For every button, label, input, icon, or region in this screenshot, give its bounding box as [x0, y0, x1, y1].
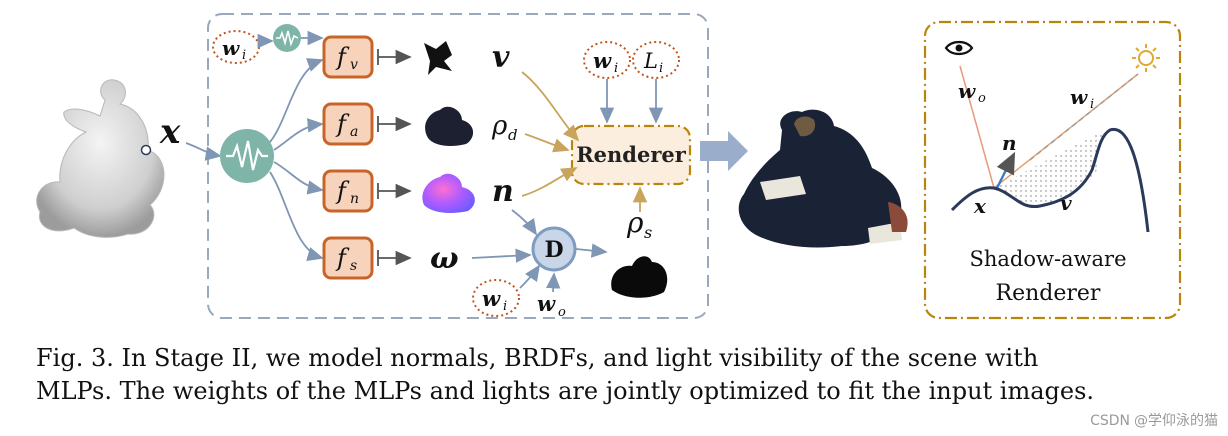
- mlp-output-sub-a: d: [508, 126, 518, 144]
- svg-text:D: D: [544, 237, 563, 263]
- svg-text:w: w: [593, 48, 612, 73]
- output-arrow: [700, 131, 748, 171]
- renderer-input-li: L i: [632, 41, 680, 79]
- mlp-output-s: ω: [430, 241, 459, 276]
- rendered-output-image: [738, 109, 908, 248]
- maps-to-arrow: [377, 183, 410, 199]
- maps-to-arrow: [377, 250, 410, 266]
- renderer-input-wi: w i: [583, 41, 631, 79]
- mlp-sub-n: n: [350, 191, 359, 207]
- svg-text:w: w: [958, 79, 976, 103]
- panel-label-x: x: [973, 194, 987, 218]
- watermark-text: @学仰泳的猫: [1134, 413, 1218, 429]
- panel-label-n: n: [1002, 131, 1017, 155]
- top-wi-input: w i: [212, 30, 260, 64]
- surface-curve: [950, 127, 1150, 233]
- svg-text:i: i: [614, 61, 618, 76]
- mlp-output-n: n: [492, 174, 514, 209]
- shadow-aware-panel: [923, 20, 1182, 320]
- panel-label-wo: w o: [958, 79, 986, 106]
- main-pipeline-box: [207, 13, 709, 319]
- visibility-mask-image: [611, 256, 668, 298]
- caption-line-2: MLPs. The weights of the MLPs and lights…: [36, 377, 1095, 405]
- maps-to-arrow: [377, 116, 410, 132]
- watermark: CSDN@学仰泳的猫: [1090, 410, 1218, 430]
- mlp-box-n: [322, 169, 374, 213]
- svg-text:i: i: [659, 61, 663, 76]
- svg-text:w: w: [1070, 85, 1088, 109]
- svg-text:i: i: [242, 48, 246, 63]
- maps-to-arrow: [377, 49, 410, 65]
- svg-text:o: o: [978, 91, 986, 106]
- panel-label-wi: w i: [1070, 85, 1094, 112]
- svg-text:o: o: [558, 305, 566, 320]
- mlp-output-a: ρ: [491, 111, 508, 141]
- svg-text:ρ: ρ: [626, 206, 644, 239]
- mlp-box-s: [322, 236, 374, 280]
- visibility-decoder: D: [531, 226, 577, 272]
- svg-text:w: w: [222, 36, 240, 60]
- renderer-block: Renderer: [570, 124, 692, 186]
- positional-encoding-icon: [220, 129, 274, 183]
- mlp-box-a: [322, 102, 374, 146]
- mlp-sub-s: s: [350, 258, 357, 274]
- albedo-thumb: [425, 106, 474, 146]
- mlp-sub-v: v: [350, 57, 358, 73]
- svg-text:s: s: [644, 223, 652, 242]
- svg-text:Renderer: Renderer: [576, 142, 687, 167]
- watermark-prefix: CSDN: [1090, 413, 1130, 429]
- normal-thumb: [422, 173, 475, 213]
- mlp-box-v: [322, 35, 374, 79]
- decoder-input-wo: w o: [537, 291, 566, 320]
- svg-text:L: L: [643, 49, 658, 73]
- sun-icon: [1132, 44, 1160, 72]
- svg-text:w: w: [482, 286, 501, 311]
- mlp-output-v: v: [492, 40, 510, 75]
- figure-caption: Fig. 3. In Stage II, we model normals, B…: [36, 342, 1196, 408]
- shadow-region: [994, 130, 1104, 205]
- input-statue-image: [36, 79, 165, 238]
- rho-s-label: ρ s: [626, 206, 652, 242]
- svg-text:w: w: [537, 291, 556, 316]
- mlp-sub-a: a: [350, 124, 358, 140]
- caption-line-1: Fig. 3. In Stage II, we model normals, B…: [36, 344, 1039, 372]
- svg-text:i: i: [503, 299, 507, 314]
- input-x-label: x: [159, 112, 181, 152]
- panel-title-line1: Shadow-aware: [969, 247, 1126, 271]
- visibility-thumb: [424, 41, 452, 75]
- panel-label-v: v: [1060, 191, 1072, 215]
- small-encoding-icon: [273, 24, 301, 52]
- eye-icon: [944, 40, 974, 56]
- svg-text:i: i: [1090, 97, 1094, 112]
- decoder-input-wi: w i: [472, 279, 520, 317]
- panel-title-line2: Renderer: [996, 281, 1101, 306]
